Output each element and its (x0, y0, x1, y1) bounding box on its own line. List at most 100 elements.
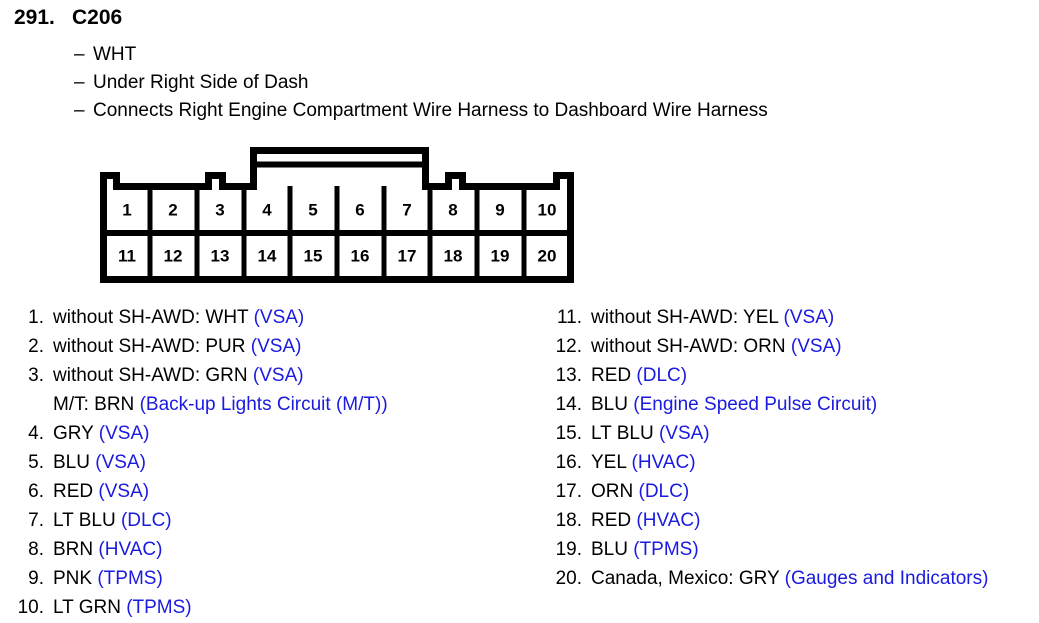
wire-color-text: BRN (53, 539, 99, 560)
pin-item-index: 14. (555, 394, 582, 415)
pin-item-body: YEL (HVAC) (591, 448, 1038, 477)
pin-item-index: 20. (555, 568, 582, 589)
circuit-name-text: (VSA) (658, 423, 710, 444)
pin-number-5: 5 (308, 201, 317, 220)
circuit-name-text: (VSA) (783, 307, 835, 328)
pin-item-line: BLU (Engine Speed Pulse Circuit) (591, 390, 1038, 419)
pin-item-body: BRN (HVAC) (53, 535, 534, 564)
pin-item-index: 15. (555, 423, 582, 444)
circuit-name-text: (VSA) (98, 423, 150, 444)
pin-list-item: 20. Canada, Mexico: GRY (Gauges and Indic… (548, 564, 1038, 593)
wire-color-text: ORN (591, 481, 639, 502)
circuit-name-text: (DLC) (638, 481, 690, 502)
pin-list-item: 11.without SH-AWD: YEL (VSA) (548, 303, 1038, 332)
pin-list-item: 9. PNK (TPMS) (14, 564, 534, 593)
pin-item-line: M/T: BRN (Back-up Lights Circuit (M/T)) (53, 390, 534, 419)
circuit-name-text: (VSA) (98, 481, 150, 502)
pin-item-line: YEL (HVAC) (591, 448, 1038, 477)
pin-list-item: 5.BLU (VSA) (14, 448, 534, 477)
pin-list-left: 1.without SH-AWD: WHT (VSA)2.without SH-… (14, 303, 534, 622)
pin-list-item: 4. GRY (VSA) (14, 419, 534, 448)
pin-list-item: 18.RED (HVAC) (548, 506, 1038, 535)
pin-item-index: 19. (555, 539, 582, 560)
connector-svg: 1 2 3 4 5 6 7 8 9 10 11 12 13 14 15 16 1… (100, 147, 574, 283)
pin-item-index: 8. (28, 539, 44, 560)
pin-number-16: 16 (351, 247, 370, 266)
pin-number-14: 14 (258, 247, 277, 266)
pin-number-1: 1 (122, 201, 131, 220)
pin-item-line: RED (DLC) (591, 361, 1038, 390)
wire-color-text: YEL (591, 452, 632, 473)
pin-list-item: 2.without SH-AWD: PUR (VSA) (14, 332, 534, 361)
pin-item-line: BRN (HVAC) (53, 535, 534, 564)
pin-item-body: BLU (TPMS) (591, 535, 1038, 564)
pin-list-item: 10. LT GRN (TPMS) (14, 593, 534, 622)
pin-item-body: BLU (Engine Speed Pulse Circuit) (591, 390, 1038, 419)
wire-color-text: without SH-AWD: WHT (53, 307, 254, 328)
detail-text: Under Right Side of Dash (93, 72, 309, 93)
pin-item-body: ORN (DLC) (591, 477, 1038, 506)
pin-item-line: LT GRN (TPMS) (53, 593, 534, 622)
circuit-name-text: (TPMS) (126, 597, 192, 618)
bullet-dash-icon: – (74, 44, 85, 65)
pin-item-body: PNK (TPMS) (53, 564, 534, 593)
pin-item-line: without SH-AWD: ORN (VSA) (591, 332, 1038, 361)
pin-number-18: 18 (444, 247, 463, 266)
pin-item-line: BLU (VSA) (53, 448, 534, 477)
pin-item-body: GRY (VSA) (53, 419, 534, 448)
detail-line-location: –Under Right Side of Dash (74, 72, 308, 94)
pin-item-body: without SH-AWD: WHT (VSA) (53, 303, 534, 332)
pin-item-index: 1. (28, 307, 44, 328)
pin-number-3: 3 (215, 201, 224, 220)
pin-list-item: 17. ORN (DLC) (548, 477, 1038, 506)
wire-color-text: BLU (53, 452, 96, 473)
pin-list-item: 6.RED (VSA) (14, 477, 534, 506)
pin-item-line: without SH-AWD: WHT (VSA) (53, 303, 534, 332)
circuit-name-text: (DLC) (120, 510, 172, 531)
pin-number-20: 20 (538, 247, 557, 266)
pin-item-body: without SH-AWD: YEL (VSA) (591, 303, 1038, 332)
wire-color-text: LT BLU (53, 510, 121, 531)
pin-number-10: 10 (538, 201, 557, 220)
wire-color-text: RED (591, 365, 637, 386)
pin-item-index: 10. (17, 597, 44, 618)
wire-color-text: RED (53, 481, 99, 502)
pin-item-line: without SH-AWD: GRN (VSA) (53, 361, 534, 390)
circuit-name-text: (VSA) (95, 452, 146, 473)
pin-number-6: 6 (355, 201, 364, 220)
pin-item-line: without SH-AWD: PUR (VSA) (53, 332, 534, 361)
wire-color-text: LT BLU (591, 423, 659, 444)
pin-number-8: 8 (448, 201, 457, 220)
circuit-name-text: (VSA) (252, 365, 304, 386)
detail-text: WHT (93, 44, 137, 65)
wire-color-text: Canada, Mexico: GRY (591, 568, 785, 589)
pin-item-index: 18. (555, 510, 582, 531)
pin-list-item: 16.YEL (HVAC) (548, 448, 1038, 477)
pin-item-line: LT BLU (DLC) (53, 506, 534, 535)
pin-item-line: PNK (TPMS) (53, 564, 534, 593)
pin-item-body: LT BLU (VSA) (591, 419, 1038, 448)
wire-color-text: GRY (53, 423, 99, 444)
pin-number-2: 2 (168, 201, 177, 220)
pin-number-4: 4 (262, 201, 272, 220)
pin-item-body: Canada, Mexico: GRY (Gauges and Indicato… (591, 564, 1038, 593)
circuit-name-text: (VSA) (250, 336, 302, 357)
pin-number-17: 17 (398, 247, 417, 266)
pin-list-item: 19. BLU (TPMS) (548, 535, 1038, 564)
circuit-name-text: (Engine Speed Pulse Circuit) (633, 394, 878, 415)
pin-item-body: RED (DLC) (591, 361, 1038, 390)
pin-item-body: LT BLU (DLC) (53, 506, 534, 535)
pin-list-item: 13.RED (DLC) (548, 361, 1038, 390)
pin-item-index: 4. (28, 423, 44, 444)
pin-item-index: 9. (28, 568, 44, 589)
detail-line-connects: –Connects Right Engine Compartment Wire … (74, 100, 768, 122)
pin-number-13: 13 (211, 247, 230, 266)
pin-list-item: 8. BRN (HVAC) (14, 535, 534, 564)
detail-text: Connects Right Engine Compartment Wire H… (93, 100, 768, 121)
wire-color-text: BLU (591, 394, 634, 415)
pin-list-item: 14. BLU (Engine Speed Pulse Circuit) (548, 390, 1038, 419)
pin-item-index: 17. (555, 481, 582, 502)
connector-housing-outline (100, 147, 574, 283)
pin-item-line: GRY (VSA) (53, 419, 534, 448)
pin-number-12: 12 (164, 247, 183, 266)
